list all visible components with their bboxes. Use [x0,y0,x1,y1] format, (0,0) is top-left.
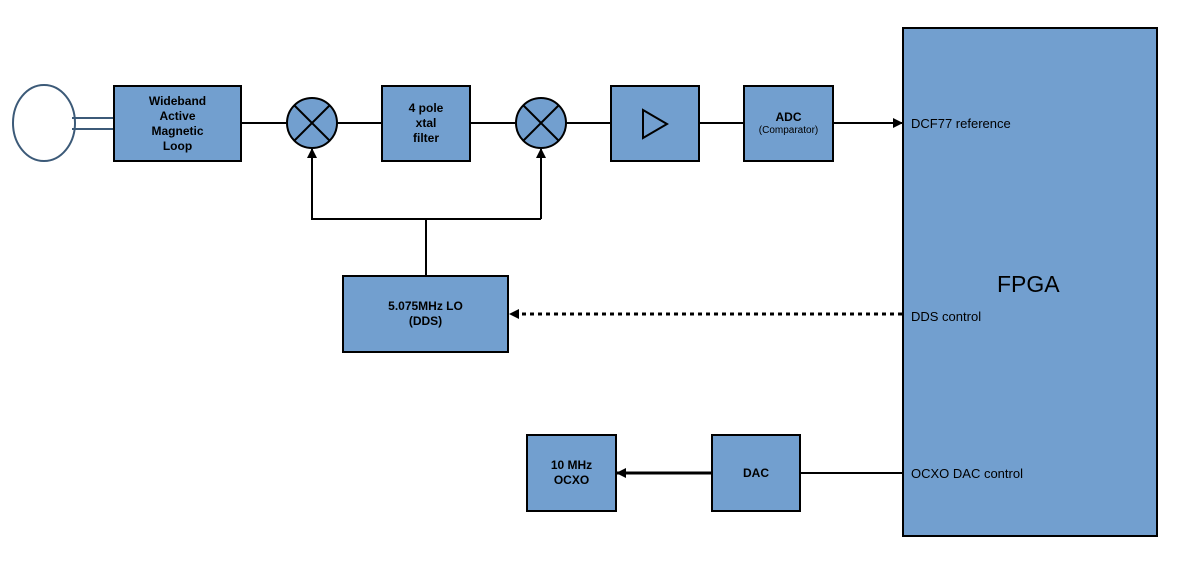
adc-label: ADC [775,110,802,124]
port-dds-control: DDS control [911,309,982,324]
crystal-filter-block: 4 pole xtal filter [381,85,471,162]
lo-dds-label: 5.075MHz LO (DDS) [388,299,463,328]
magnetic-loop-label: Wideband Active Magnetic Loop [148,93,207,153]
ocxo-label: 10 MHz OCXO [550,458,593,487]
magnetic-loop-block: Wideband Active Magnetic Loop [113,85,242,162]
adc-block: ADC (Comparator) [743,85,834,162]
crystal-filter-label: 4 pole xtal filter [408,101,444,145]
lo-dds-block: 5.075MHz LO (DDS) [342,275,509,353]
fpga-label: FPGA [997,271,1060,297]
loop-antenna-icon [12,84,76,162]
fpga-block: DCF77 reference FPGA DDS control OCXO DA… [902,27,1158,537]
mixer-1-icon [286,97,338,149]
port-ocxo-dac-control: OCXO DAC control [911,466,1023,481]
port-dcf77-reference: DCF77 reference [911,116,1011,131]
ocxo-block: 10 MHz OCXO [526,434,617,512]
adc-sublabel: (Comparator) [758,125,819,136]
mixer-2-icon [515,97,567,149]
triangle-amplifier-icon [642,107,669,140]
dac-label: DAC [743,465,769,480]
amplifier-block [610,85,700,162]
dac-block: DAC [711,434,801,512]
